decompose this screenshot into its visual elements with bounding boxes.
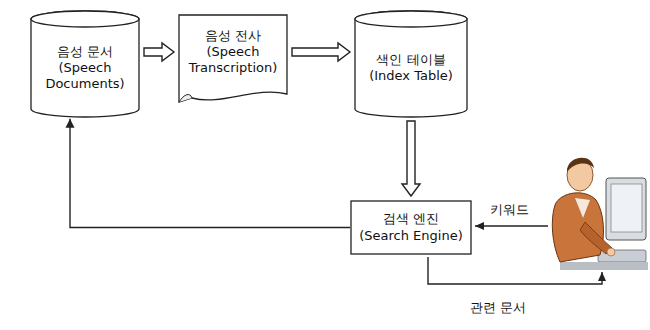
node-label: 색인 테이블 (Index Table): [361, 52, 461, 85]
flow-label: 키워드: [488, 202, 531, 218]
flow-connector: [402, 121, 420, 196]
database-cylinder: 색인 테이블 (Index Table): [354, 10, 468, 118]
database-cylinder: 음성 문서 (Speech Documents): [30, 10, 140, 118]
result-arrow: [428, 257, 602, 284]
process-box: 검색 엔진 (Search Engine): [350, 200, 472, 255]
node-label: 검색 엔진 (Search Engine): [359, 211, 463, 244]
flow-connector: [292, 43, 350, 61]
node-outline: [178, 14, 288, 104]
document-shape: 음성 전사 (Speech Transcription): [178, 14, 288, 104]
user-illustration: [552, 158, 648, 270]
node-label: 음성 전사 (Speech Transcription): [185, 28, 281, 77]
keyword-arrow: [475, 225, 548, 226]
node-label: 음성 문서 (Speech Documents): [37, 44, 133, 93]
flow-label: 관련 문서: [468, 300, 528, 316]
flow-connector: [66, 119, 351, 228]
flow-connector: [144, 43, 174, 61]
